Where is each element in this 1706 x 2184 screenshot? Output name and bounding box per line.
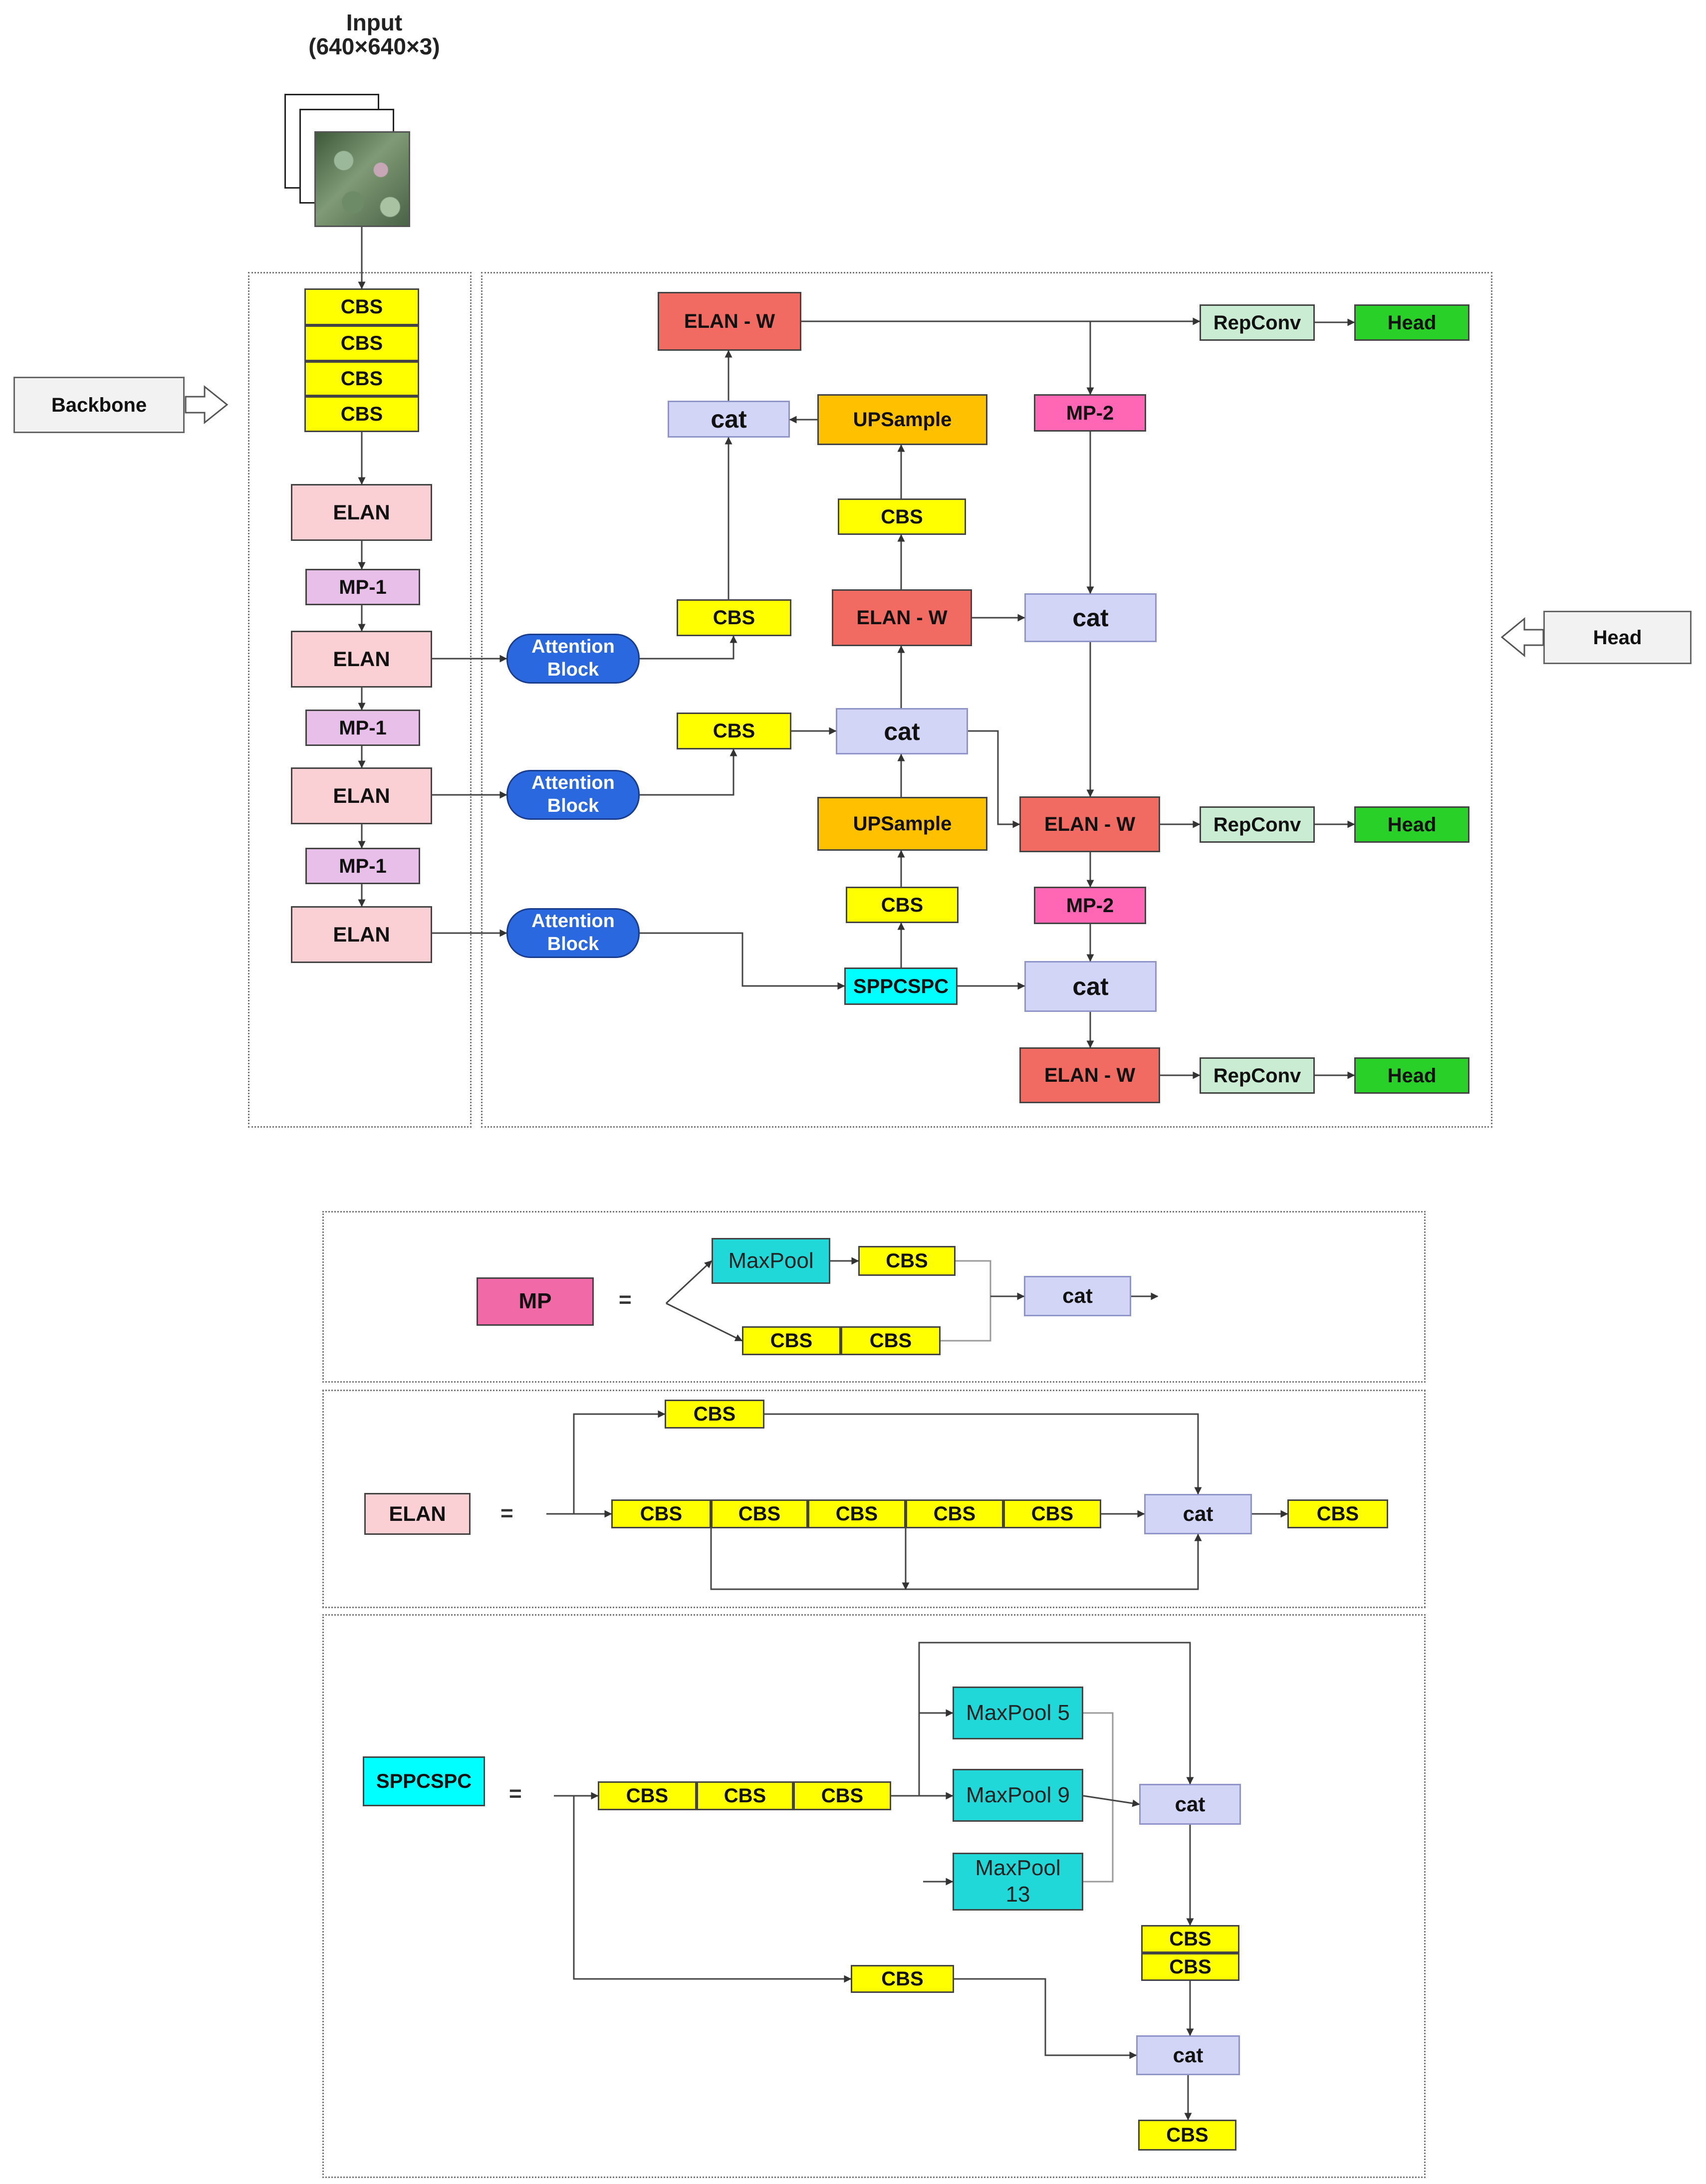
legend-mp-cbs-2: CBS bbox=[742, 1326, 841, 1355]
legend-elan-cbs-out: CBS bbox=[1287, 1499, 1388, 1528]
mp-split-down bbox=[666, 1302, 743, 1342]
legend-sppcspc-cbs-bottom: CBS bbox=[851, 1965, 954, 1993]
legend-mp-equals: = bbox=[619, 1287, 632, 1312]
mp-legend-container bbox=[322, 1211, 1426, 1383]
legend-elan-equals: = bbox=[500, 1501, 513, 1525]
legend-sppcspc-maxpool-13: MaxPool 13 bbox=[953, 1853, 1083, 1911]
neck-elan-w-right-1: ELAN - W bbox=[1019, 796, 1160, 852]
backbone-mp1-3: MP-1 bbox=[305, 848, 420, 884]
legend-mp-cbs-3: CBS bbox=[841, 1326, 941, 1355]
backbone-cbs-1: CBS bbox=[304, 288, 419, 325]
legend-sppcspc-cat-1: cat bbox=[1139, 1784, 1241, 1825]
attention-block-3: Attention Block bbox=[506, 908, 640, 958]
legend-elan-cbs-top: CBS bbox=[665, 1400, 764, 1429]
legend-sppcspc-maxpool-9: MaxPool 9 bbox=[953, 1769, 1083, 1822]
head-2: Head bbox=[1354, 806, 1469, 843]
arrow-attn2-to-cbs bbox=[640, 748, 737, 796]
elan-top-to-cat bbox=[764, 1413, 1202, 1495]
arrow-cat-mid-to-elanw-right bbox=[968, 730, 1020, 828]
backbone-elan-4: ELAN bbox=[291, 906, 432, 963]
neck-elan-w-right-2: ELAN - W bbox=[1019, 1047, 1160, 1103]
backbone-elan-3: ELAN bbox=[291, 767, 432, 824]
input-image-forest bbox=[314, 131, 410, 227]
neck-mp2-2: MP-2 bbox=[1034, 887, 1146, 924]
neck-cbs-left-1: CBS bbox=[677, 599, 791, 636]
neck-cat-right-1: cat bbox=[1024, 593, 1157, 642]
legend-sppcspc-cat-2: cat bbox=[1136, 2035, 1240, 2075]
neck-cat-right-2: cat bbox=[1024, 961, 1157, 1012]
legend-sppcspc-cbs-out: CBS bbox=[1138, 2120, 1236, 2151]
sppcspc-legend-container bbox=[322, 1614, 1426, 2178]
neck-cbs-mid-2: CBS bbox=[846, 887, 959, 923]
repconv-2: RepConv bbox=[1200, 806, 1315, 843]
backbone-container bbox=[248, 272, 472, 1128]
legend-elan-cbs-4: CBS bbox=[906, 1499, 1003, 1528]
backbone-elan-1: ELAN bbox=[291, 484, 432, 541]
arrow-attn1-to-cbs bbox=[640, 635, 737, 660]
backbone-hollow-arrow bbox=[185, 385, 229, 425]
legend-mp-maxpool: MaxPool bbox=[712, 1238, 830, 1284]
elan-legend-container bbox=[322, 1390, 1426, 1608]
attention-block-1: Attention Block bbox=[506, 634, 640, 684]
legend-mp-name: MP bbox=[477, 1277, 594, 1326]
spp-mp5-out bbox=[1083, 1712, 1114, 1883]
repconv-1: RepConv bbox=[1200, 304, 1315, 341]
mp-split-up bbox=[665, 1260, 713, 1304]
head-container bbox=[481, 272, 1492, 1128]
backbone-elan-2: ELAN bbox=[291, 631, 432, 688]
input-shape: (640×640×3) bbox=[308, 33, 440, 59]
backbone-label: Backbone bbox=[13, 377, 185, 433]
backbone-cbs-3: CBS bbox=[304, 361, 419, 396]
spp-bottom-branch bbox=[573, 1796, 852, 1983]
neck-sppcspc: SPPCSPC bbox=[844, 968, 958, 1005]
mp-cbs-join bbox=[941, 1260, 991, 1342]
neck-mp2-1: MP-2 bbox=[1034, 394, 1146, 432]
legend-sppcspc-cbs-2: CBS bbox=[697, 1781, 793, 1810]
backbone-cbs-4: CBS bbox=[304, 396, 419, 432]
legend-sppcspc-maxpool-5: MaxPool 5 bbox=[953, 1687, 1083, 1739]
attention-block-2: Attention Block bbox=[506, 770, 640, 820]
neck-elan-w-top: ELAN - W bbox=[658, 292, 801, 351]
legend-elan-cbs-5: CBS bbox=[1003, 1499, 1101, 1528]
head-3: Head bbox=[1354, 1057, 1469, 1094]
arrow-attn3-to-sppcspc bbox=[640, 932, 845, 990]
backbone-mp1-2: MP-1 bbox=[305, 710, 420, 746]
legend-sppcspc-name: SPPCSPC bbox=[363, 1756, 485, 1806]
head-1: Head bbox=[1354, 304, 1469, 341]
legend-sppcspc-cbs-stack-1: CBS bbox=[1141, 1925, 1239, 1953]
legend-sppcspc-cbs-3: CBS bbox=[793, 1781, 891, 1810]
head-hollow-arrow bbox=[1500, 617, 1544, 658]
legend-sppcspc-equals: = bbox=[509, 1781, 522, 1806]
legend-elan-cbs-1: CBS bbox=[611, 1499, 711, 1528]
neck-cat-mid: cat bbox=[836, 708, 968, 754]
repconv-3: RepConv bbox=[1200, 1057, 1315, 1094]
input-title: Input bbox=[346, 9, 403, 35]
spp-branch-top bbox=[918, 1642, 1194, 1796]
elan-top-branch bbox=[573, 1410, 666, 1514]
elan-bottom-branch bbox=[710, 1528, 1202, 1590]
neck-upsample-2: UPSample bbox=[817, 797, 987, 851]
neck-cat-left: cat bbox=[668, 401, 790, 438]
spp-cbs-bottom-to-cat2 bbox=[954, 1978, 1137, 2059]
backbone-cbs-2: CBS bbox=[304, 325, 419, 361]
legend-sppcspc-cbs-stack-2: CBS bbox=[1141, 1953, 1239, 1981]
head-label: Head bbox=[1543, 611, 1692, 664]
legend-mp-cat: cat bbox=[1024, 1276, 1131, 1316]
legend-elan-cbs-3: CBS bbox=[808, 1499, 906, 1528]
spp-mp9-to-cat bbox=[1083, 1795, 1140, 1807]
legend-elan-name: ELAN bbox=[364, 1493, 471, 1535]
legend-sppcspc-cbs-1: CBS bbox=[598, 1781, 697, 1810]
legend-elan-cbs-2: CBS bbox=[711, 1499, 808, 1528]
legend-mp-cbs-1: CBS bbox=[858, 1246, 956, 1276]
neck-cbs-left-2: CBS bbox=[677, 713, 791, 749]
backbone-mp1-1: MP-1 bbox=[305, 569, 420, 605]
